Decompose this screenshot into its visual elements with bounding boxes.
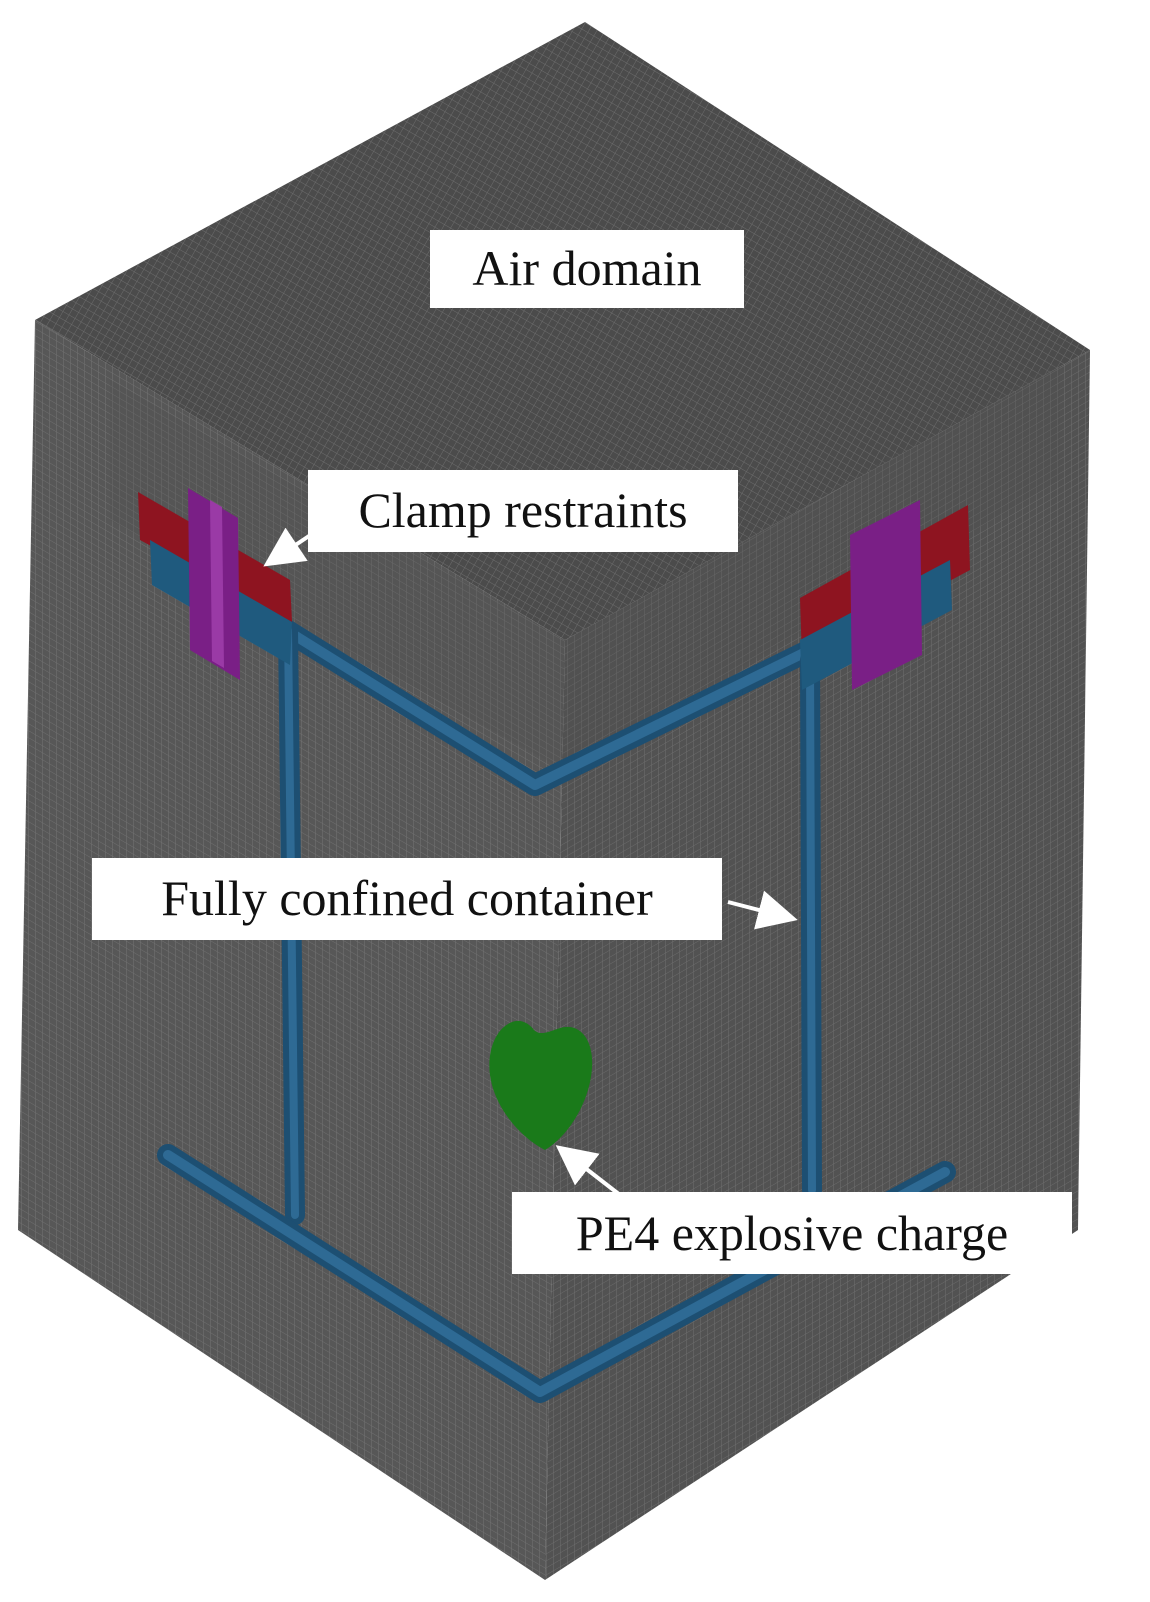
clamp-restraint-right: [800, 500, 970, 690]
clamp-left-purple-edge: [210, 500, 224, 668]
clamp-restraints-label-text: Clamp restraints: [358, 482, 687, 538]
explosive-charge-arrow: [555, 1145, 622, 1197]
container-arrow: [727, 890, 798, 930]
air-domain-label: Air domain: [430, 230, 744, 308]
air-domain-top-face: [35, 22, 1090, 640]
clamp-restraints-label: Clamp restraints: [308, 470, 738, 552]
clamp-restraint-left: [138, 488, 292, 680]
clamp-right-purple-plate: [850, 500, 922, 690]
explosive-charge-label: PE4 explosive charge: [512, 1192, 1072, 1274]
explosive-charge-label-text: PE4 explosive charge: [576, 1205, 1008, 1261]
container-right-post-highlight: [806, 656, 816, 1194]
explosive-charge-shape: [489, 1020, 593, 1150]
container-label-text: Fully confined container: [161, 870, 653, 926]
air-domain-label-text: Air domain: [472, 240, 701, 296]
container-label: Fully confined container: [92, 858, 722, 940]
container-top-frame-highlight: [265, 615, 825, 790]
clamp-restraints-arrow: [263, 527, 317, 567]
